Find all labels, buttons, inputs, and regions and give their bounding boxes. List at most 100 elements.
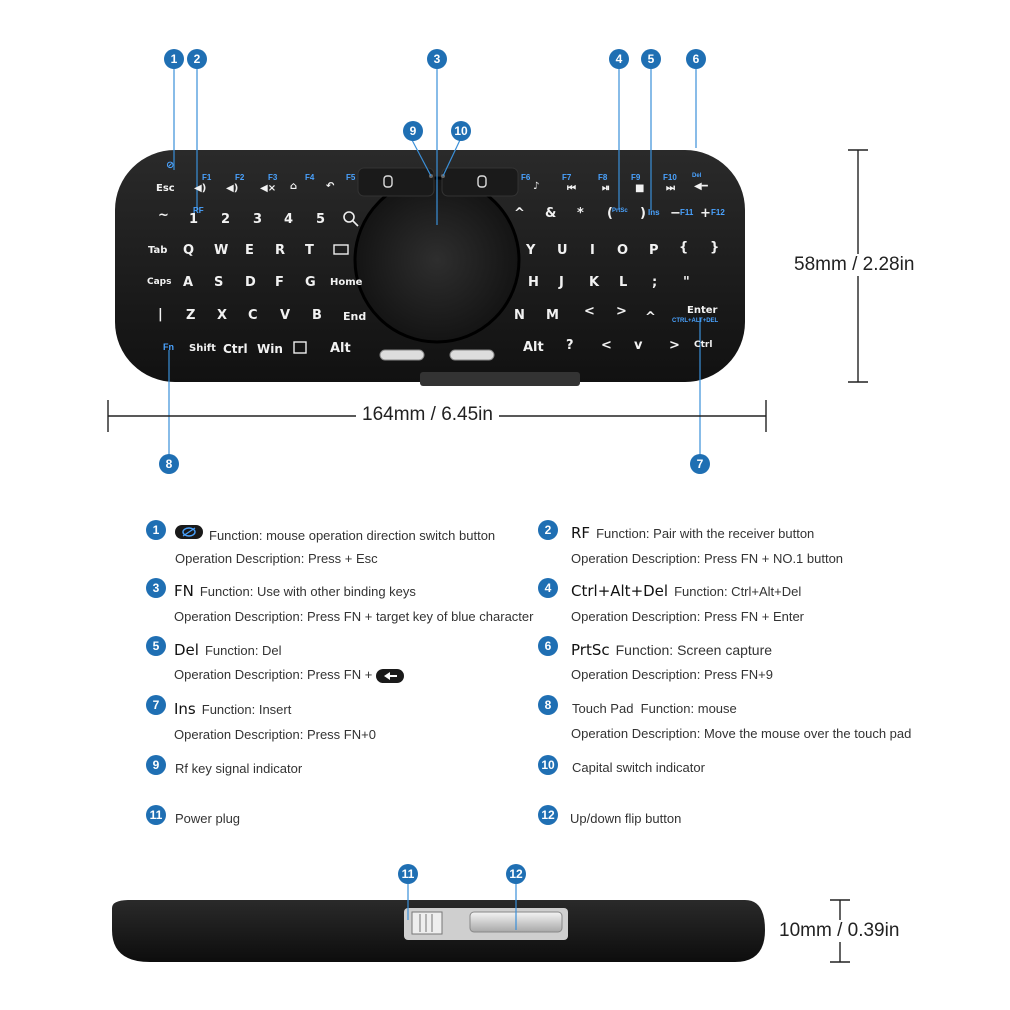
key-w: W [214, 243, 229, 258]
fn-ctrl-alt-del: CTRL+ALT+DEL [672, 318, 719, 324]
key-c: C [248, 308, 258, 323]
callout-11: 11 [398, 864, 418, 884]
key-5: 5 [316, 212, 326, 227]
legend-item-2: RF Function: Pair with the receiver butt… [571, 524, 815, 542]
key-i: I [590, 243, 595, 258]
fn-f3: F3 [268, 173, 278, 182]
key-8: * [577, 206, 584, 221]
key-f: F [275, 275, 284, 290]
callout-10: 10 [451, 121, 471, 141]
legend-badge-2: 2 [538, 520, 558, 540]
callout-3: 3 [427, 49, 447, 69]
key-7: & [545, 206, 557, 221]
key-l: L [619, 275, 628, 290]
key-1: 1 [189, 212, 199, 227]
legend-item-8: Touch Pad Function: mouse [572, 701, 737, 716]
callout-4: 4 [609, 49, 629, 69]
key-fn: Fn [163, 342, 174, 352]
mouse-icon [477, 175, 487, 188]
key-6: ^ [514, 206, 525, 221]
key-d: D [245, 275, 256, 290]
fn-f8: F8 [598, 173, 608, 182]
back-icon: ↶ [326, 181, 335, 192]
callout-1: 1 [164, 49, 184, 69]
key-k: K [589, 275, 600, 290]
fn-f11: F11 [680, 208, 694, 217]
callout-12: 12 [506, 864, 526, 884]
key-brace-open: { [679, 240, 689, 255]
key-e: E [245, 243, 254, 258]
play-pause-icon: ⏯ [602, 183, 610, 194]
legend-badge-6: 6 [538, 636, 558, 656]
volume-up-icon: ◀× [260, 183, 277, 194]
legend-item-3: FN Function: Use with other binding keys [174, 582, 416, 600]
key-question: ? [566, 338, 574, 353]
legend-item-9: Rf key signal indicator [175, 761, 303, 776]
key-v: V [280, 308, 291, 323]
key-y: Y [526, 243, 536, 258]
legend-badge-9: 9 [146, 755, 166, 775]
backspace-icon: ◀━ [694, 181, 708, 192]
key-down-arrow: v [634, 338, 643, 353]
home-icon: ⌂ [290, 181, 298, 192]
key-9: ( [607, 206, 613, 221]
legend-desc-8: Operation Description: Move the mouse ov… [571, 726, 912, 741]
key-pipe: | [158, 307, 163, 322]
key-4: 4 [284, 212, 294, 227]
power-plug [411, 911, 443, 935]
fn-f7: F7 [562, 173, 572, 182]
callout-2: 2 [187, 49, 207, 69]
callout-6: 6 [686, 49, 706, 69]
left-mouse-button [357, 167, 435, 197]
right-click-pill [449, 349, 495, 361]
key-b: B [312, 308, 322, 323]
callout-7: 7 [690, 454, 710, 474]
key-3: 3 [253, 212, 263, 227]
prev-track-icon: ⏮ [567, 183, 576, 194]
key-caps: Caps [147, 277, 172, 287]
email-icon [333, 244, 349, 255]
fn-rf: RF [193, 206, 204, 215]
key-alt-left: Alt [330, 341, 351, 356]
key-2: 2 [221, 212, 231, 227]
legend-desc-6: Operation Description: Press FN+9 [571, 667, 773, 682]
key-brace-close: } [710, 240, 720, 255]
fn-f4: F4 [305, 173, 315, 182]
fn-f12: F12 [711, 208, 725, 217]
key-right-arrow: > [669, 338, 680, 353]
legend-desc-1: Operation Description: Press + Esc [175, 551, 378, 566]
key-less-than: < [584, 304, 595, 319]
key-a: A [183, 275, 194, 290]
fn-f5: F5 [346, 173, 356, 182]
key-shift: Shift [189, 343, 216, 354]
callout-5: 5 [641, 49, 661, 69]
legend-badge-8: 8 [538, 695, 558, 715]
key-j: J [559, 275, 564, 290]
backspace-icon [375, 668, 404, 683]
thickness-dimension: 10mm / 0.39in [773, 920, 906, 942]
legend-badge-1: 1 [146, 520, 166, 540]
key-home: Home [330, 277, 363, 288]
fn-f10: F10 [663, 173, 677, 182]
fn-ins: Ins [648, 208, 660, 217]
key-q: Q [183, 243, 195, 258]
legend-badge-10: 10 [538, 755, 558, 775]
key-h: H [528, 275, 539, 290]
legend-item-7: Ins Function: Insert [174, 700, 292, 718]
key-left-arrow: < [601, 338, 612, 353]
key-semicolon: ; [652, 275, 658, 290]
right-mouse-button [441, 167, 519, 197]
key-win: Win [257, 342, 283, 356]
legend-badge-7: 7 [146, 695, 166, 715]
legend-item-10: Capital switch indicator [572, 760, 705, 775]
music-icon: ♪ [533, 181, 540, 192]
legend-desc-4: Operation Description: Press FN + Enter [571, 609, 805, 624]
mouse-switch-icon [175, 525, 203, 539]
legend-item-5: Del Function: Del [174, 641, 282, 659]
key-o: O [617, 243, 629, 258]
keyboard-top-diagram [107, 68, 868, 455]
fn-prtsc: PrtSc [612, 208, 628, 214]
key-esc: Esc [156, 183, 175, 194]
mouse-switch-icon: ⊘ [166, 160, 175, 171]
volume-down-icon: ◀) [226, 183, 239, 194]
